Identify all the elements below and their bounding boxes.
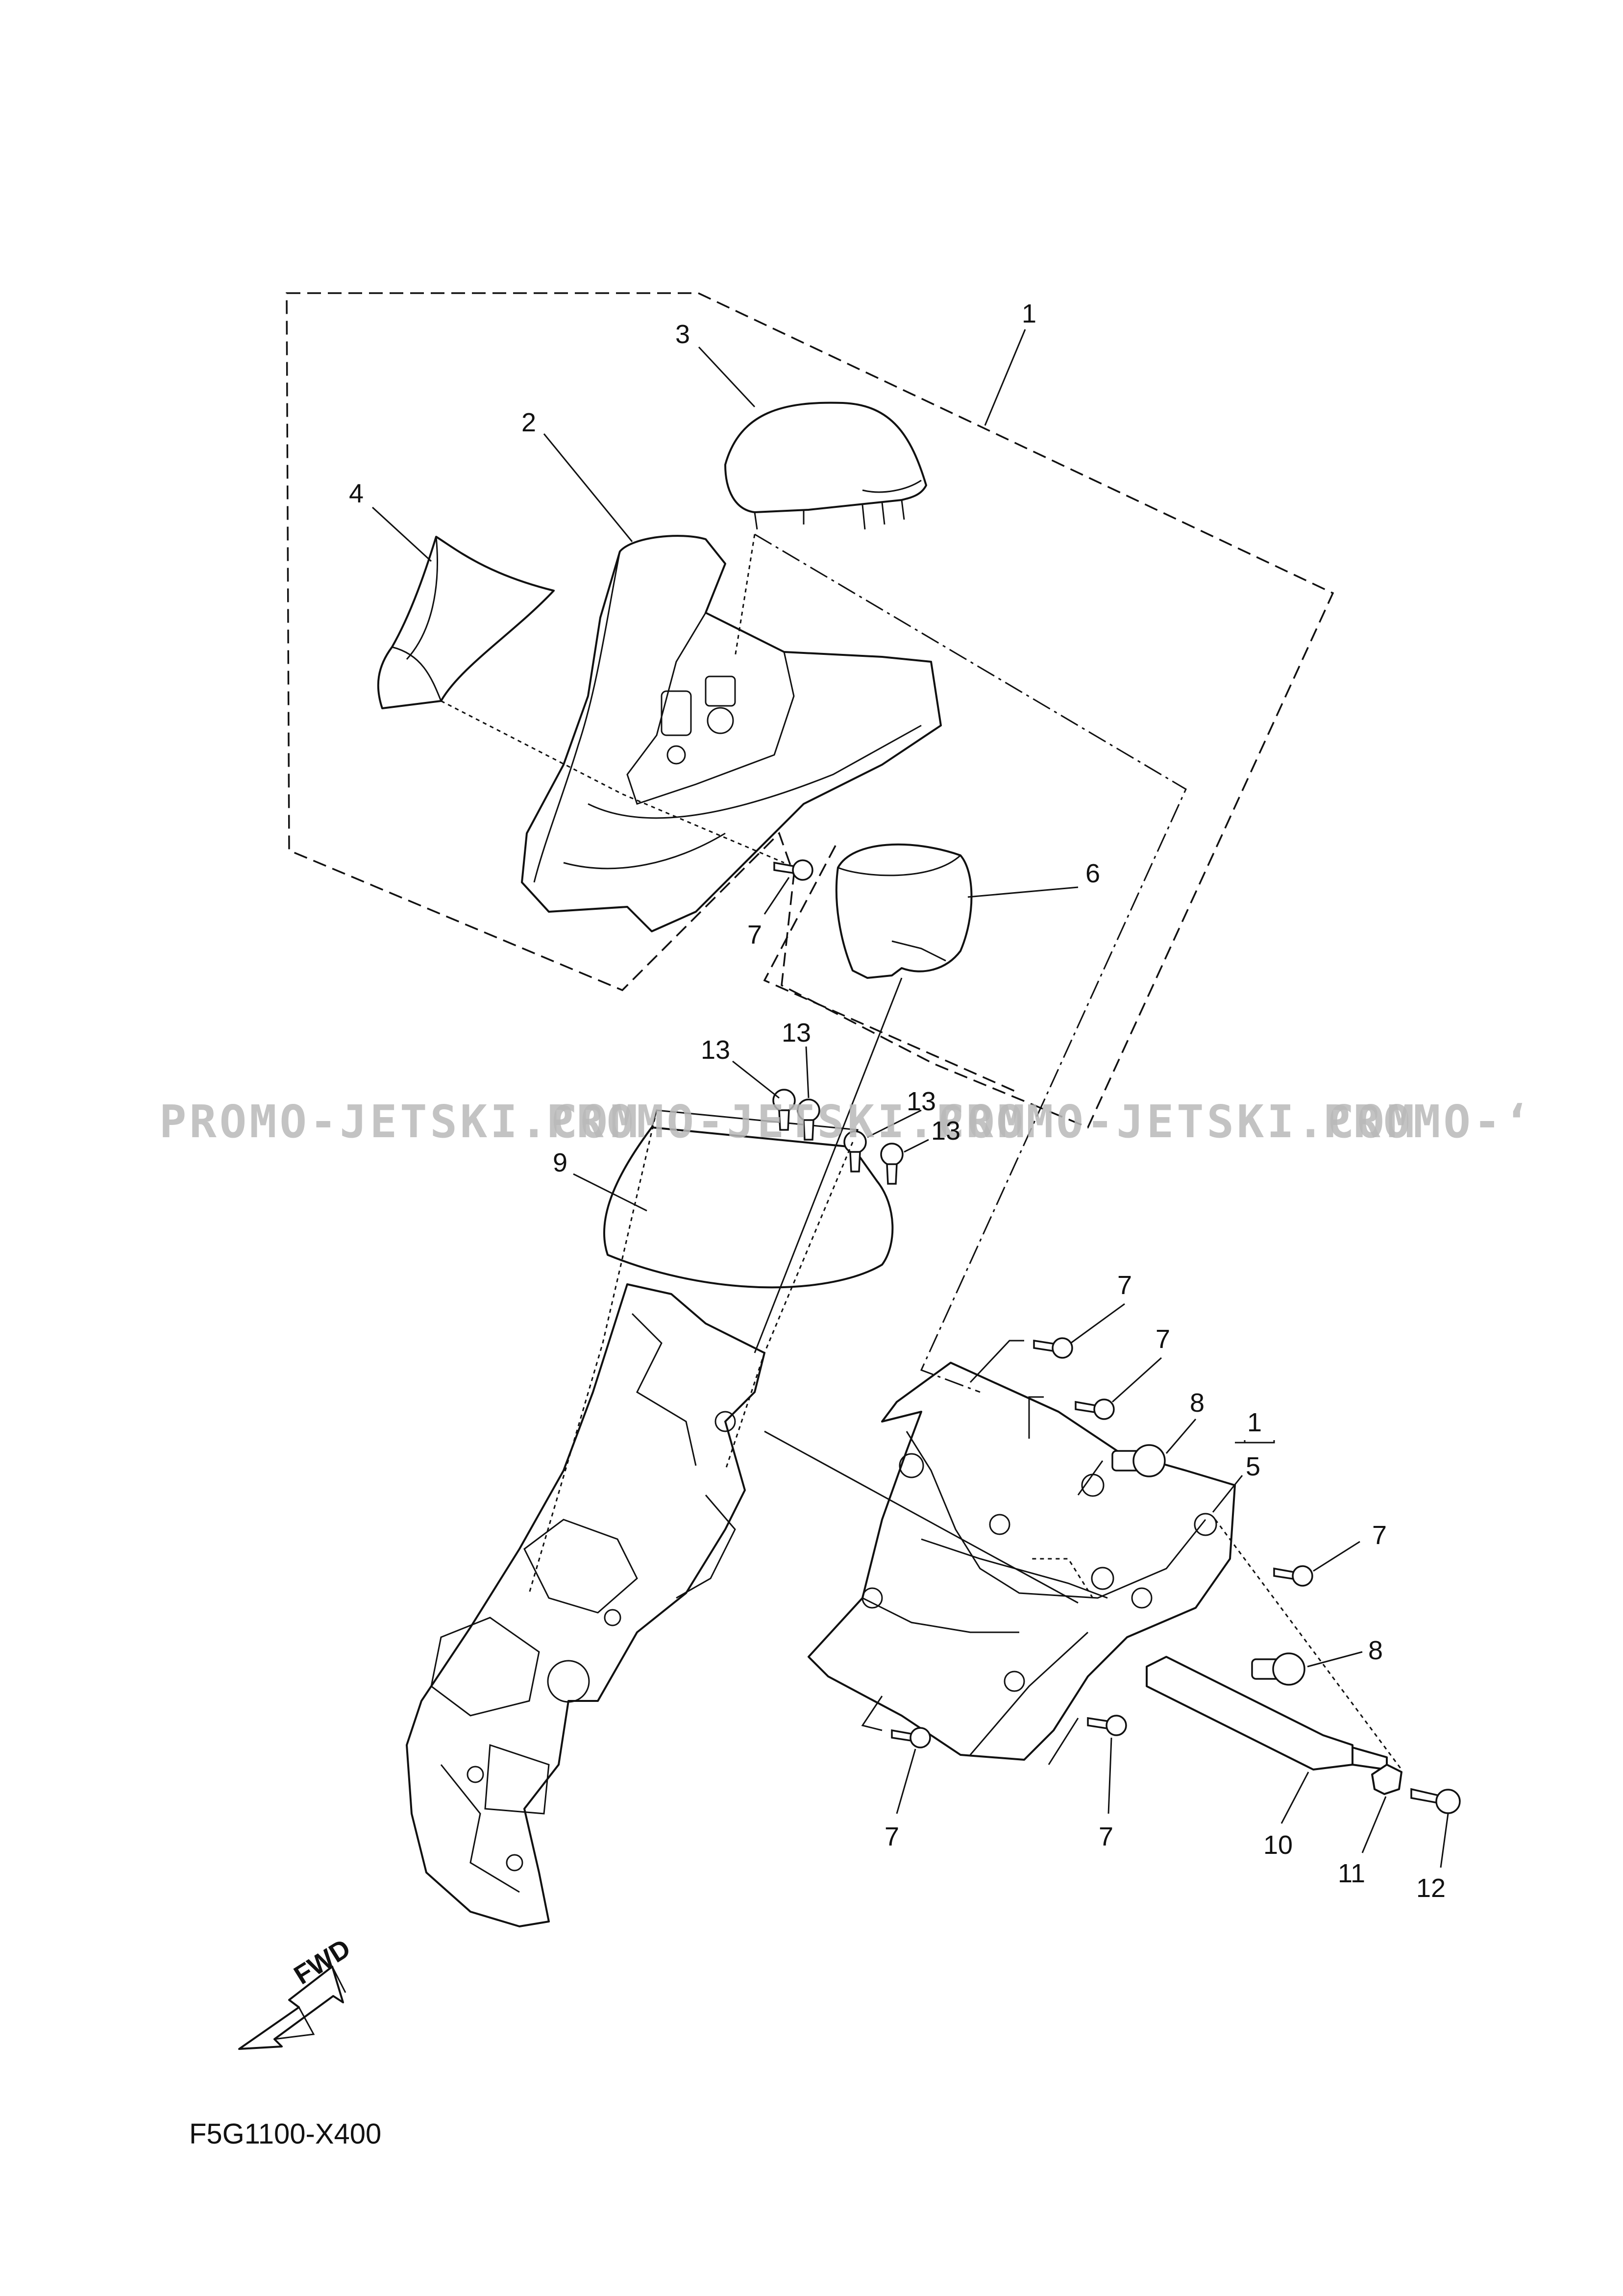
leader-7-r3	[1313, 1541, 1360, 1572]
leader-13-b	[805, 1046, 810, 1098]
align-line-5	[1029, 1558, 1094, 1598]
watermark-text-4: PROMO-ʻ	[1323, 1096, 1534, 1148]
leader-9	[573, 1173, 647, 1212]
leader-3	[698, 346, 756, 408]
part-8-bolt-upper	[1111, 1444, 1166, 1477]
callout-labels: 1 3 2 4 6 7 13 13 13 13 9 7 7 8 1 5 7 8 …	[349, 299, 1446, 1903]
callout-1-top: 1	[1022, 299, 1036, 328]
callout-9: 9	[553, 1148, 567, 1177]
screw-7-b1	[891, 1727, 931, 1748]
callout-7-r2: 7	[1156, 1324, 1170, 1354]
callout-8-lower: 8	[1368, 1636, 1383, 1665]
screw-13-c	[843, 1130, 867, 1173]
callout-4: 4	[349, 479, 364, 508]
callout-8-upper: 8	[1190, 1388, 1205, 1418]
callout-13-b: 13	[782, 1018, 811, 1048]
leader-1	[984, 329, 1026, 426]
align-line-frame	[764, 1430, 1079, 1604]
part-10-rod	[1146, 1656, 1388, 1771]
bracket-7-r	[969, 1340, 1044, 1439]
assembly-1-boundary	[286, 292, 1334, 1129]
leader-7-r1	[1070, 1303, 1125, 1344]
watermark-text-1: PROMO-JETSKI.COM	[159, 1096, 640, 1148]
assembly-chain-line	[754, 533, 1187, 1393]
watermark-row: PROMO-JETSKI.COM PROMO-JETSKI.COM PROMO-…	[159, 1096, 1534, 1148]
leader-2	[543, 433, 633, 542]
watermark-text-2: PROMO-JETSKI.COM	[546, 1096, 1028, 1148]
part-5-lower-panel	[808, 1362, 1236, 1761]
part-4-side-panel	[377, 536, 555, 709]
callout-7-b1: 7	[885, 1822, 899, 1851]
align-line-10	[1214, 1519, 1402, 1770]
align-line-9a	[528, 1110, 658, 1594]
part-8-bolt-lower	[1251, 1652, 1305, 1686]
screw-7-b2	[1087, 1715, 1127, 1736]
screw-7-r3	[1273, 1565, 1313, 1587]
leader-8-lower	[1307, 1651, 1363, 1668]
fwd-arrow-icon	[238, 1966, 344, 2050]
diagram-reference-code: F5G1100-X400	[189, 2118, 381, 2150]
callout-5: 5	[1246, 1452, 1260, 1481]
callout-3: 3	[675, 320, 690, 349]
leader-11	[1361, 1796, 1387, 1853]
callout-7-r1: 7	[1117, 1271, 1132, 1300]
console-frame	[406, 1283, 765, 1927]
leader-1-group	[1235, 1440, 1275, 1444]
fwd-arrow: FWD	[238, 1933, 356, 2050]
screw-13-d	[880, 1143, 904, 1185]
callout-13-c: 13	[907, 1087, 936, 1116]
leader-13-d	[904, 1139, 929, 1153]
callout-7-r3: 7	[1372, 1521, 1387, 1550]
callout-2: 2	[521, 408, 536, 437]
part-2-hood-cover	[521, 535, 942, 932]
watermark-text-3: PROMO-JETSKI.COM	[936, 1096, 1417, 1148]
leader-7-r2	[1111, 1357, 1162, 1403]
leader-7-b1	[896, 1748, 916, 1814]
part-6-small-cover	[835, 843, 973, 979]
align-line-9b	[724, 1142, 854, 1471]
leader-8-upper	[1165, 1419, 1197, 1454]
screw-13-a	[772, 1089, 796, 1131]
leader-5	[1212, 1475, 1243, 1513]
part-11-washer	[1371, 1764, 1402, 1795]
leader-12	[1440, 1813, 1449, 1868]
callout-1-group: 1	[1247, 1408, 1262, 1437]
leader-4	[371, 506, 432, 562]
callout-7-upper: 7	[747, 920, 762, 949]
bracket-7-b	[861, 1696, 1079, 1765]
callout-6: 6	[1085, 859, 1100, 888]
leader-10	[1280, 1772, 1309, 1824]
bracket-8	[1077, 1460, 1104, 1496]
callout-7-b2: 7	[1099, 1822, 1113, 1851]
screw-7-upper	[773, 859, 813, 881]
callout-13-d: 13	[931, 1116, 960, 1146]
align-line-3	[734, 534, 756, 657]
leader-13-c	[867, 1109, 922, 1138]
leader-13-a	[732, 1060, 780, 1099]
leader-6	[967, 886, 1079, 898]
part-3-top-cover	[724, 401, 927, 530]
assembly-6-boundary	[763, 845, 1020, 1094]
part-12-screw	[1410, 1788, 1461, 1814]
callout-10: 10	[1263, 1830, 1293, 1860]
screw-7-r1	[1033, 1337, 1073, 1359]
align-line-6	[754, 977, 903, 1353]
leader-7-b2	[1107, 1737, 1112, 1814]
callout-11: 11	[1338, 1859, 1365, 1888]
callout-12: 12	[1416, 1873, 1446, 1903]
callout-13-a: 13	[701, 1035, 730, 1065]
screw-13-b	[797, 1098, 820, 1141]
screw-7-r2	[1075, 1398, 1115, 1420]
leader-7-upper	[763, 877, 790, 915]
